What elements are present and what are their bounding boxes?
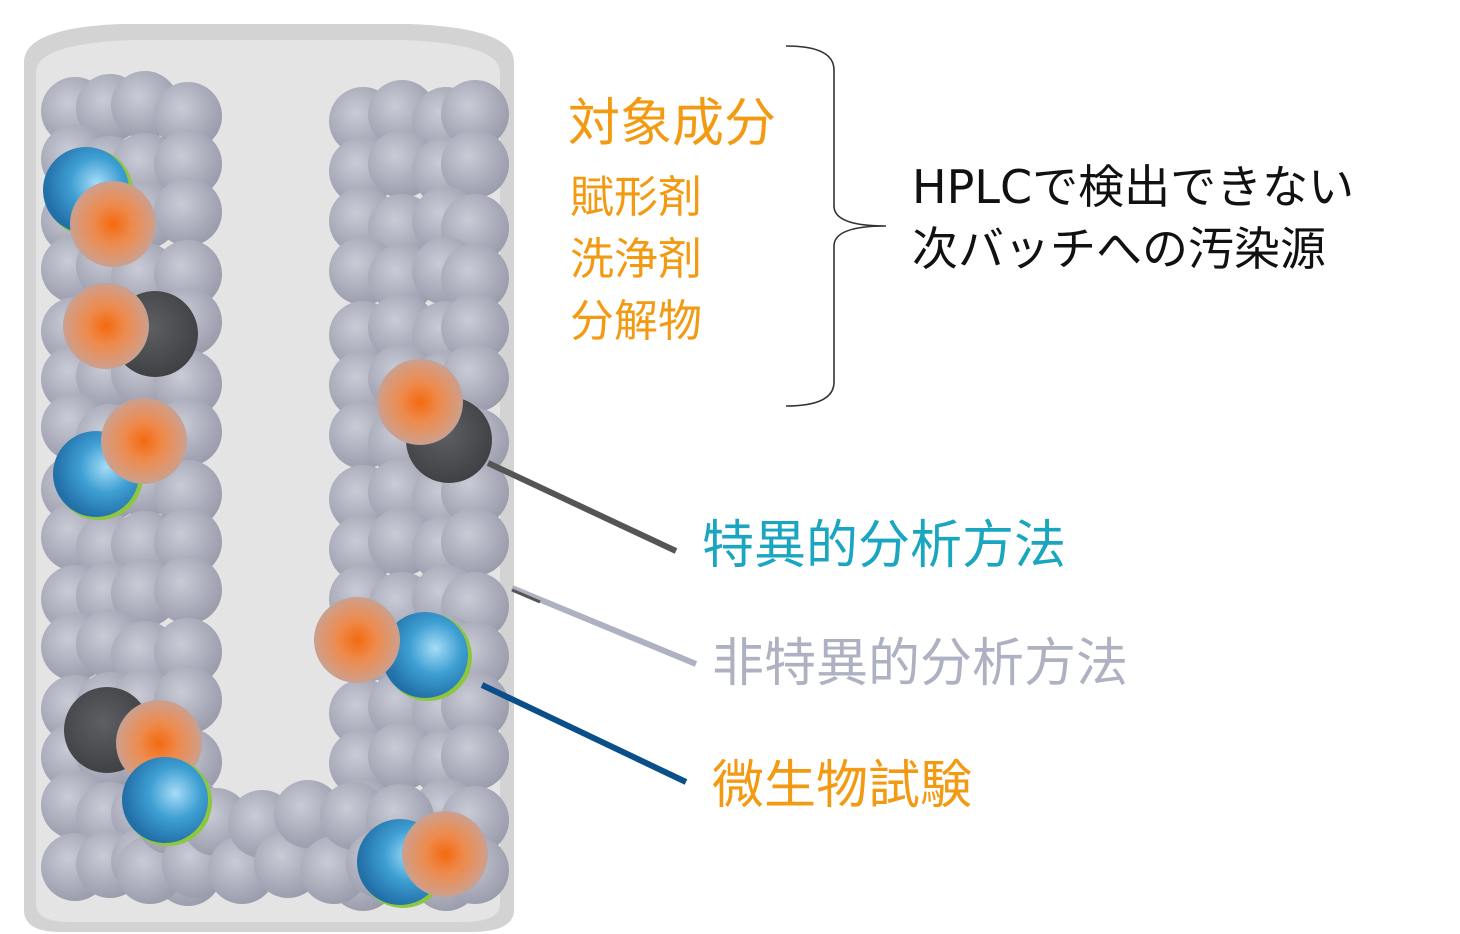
packing-bead [441, 722, 509, 790]
detergent-label: 洗浄剤 [570, 234, 702, 285]
specific-method-leader-line [486, 460, 678, 554]
api-particle [402, 811, 488, 897]
packing-bead [154, 508, 222, 576]
api-particle [377, 359, 463, 445]
nonspecific-method-leader-shadow [511, 588, 541, 604]
bracket [785, 45, 887, 407]
micro-test-leader-line [480, 682, 688, 785]
microbe-particle [382, 612, 468, 698]
api-particle [314, 597, 400, 683]
packing-bead [441, 244, 509, 312]
specific-method-label: 特異的分析方法 [702, 516, 1067, 576]
contaminant-particles [43, 147, 492, 908]
note-line-1: HPLCで検出できない [912, 160, 1355, 214]
packing-bead [441, 130, 509, 198]
api-particle [70, 181, 156, 267]
nonspecific-method-label: 非特異的分析方法 [712, 634, 1129, 694]
packing-bead [154, 460, 222, 528]
packing-bead [154, 178, 222, 246]
packing-bead [154, 618, 222, 686]
packing-bead [441, 508, 509, 576]
microbial-test-label: 微生物試験 [712, 756, 973, 816]
packing-bead [154, 240, 222, 308]
degradant-label: 分解物 [570, 296, 702, 347]
packing-bead [154, 82, 222, 150]
excipient-label: 賦形剤 [570, 172, 702, 223]
target-component-label: 対象成分 [568, 94, 777, 154]
microbe-particle [122, 757, 208, 843]
packing-bead [154, 130, 222, 198]
packing-bead [154, 556, 222, 624]
api-particle [63, 283, 149, 369]
nonspecific-method-leader-line [510, 585, 698, 667]
packing-bead [441, 294, 509, 362]
note-line-2: 次バッチへの汚染源 [912, 222, 1326, 276]
packing-bead [441, 80, 509, 148]
api-particle [101, 398, 187, 484]
